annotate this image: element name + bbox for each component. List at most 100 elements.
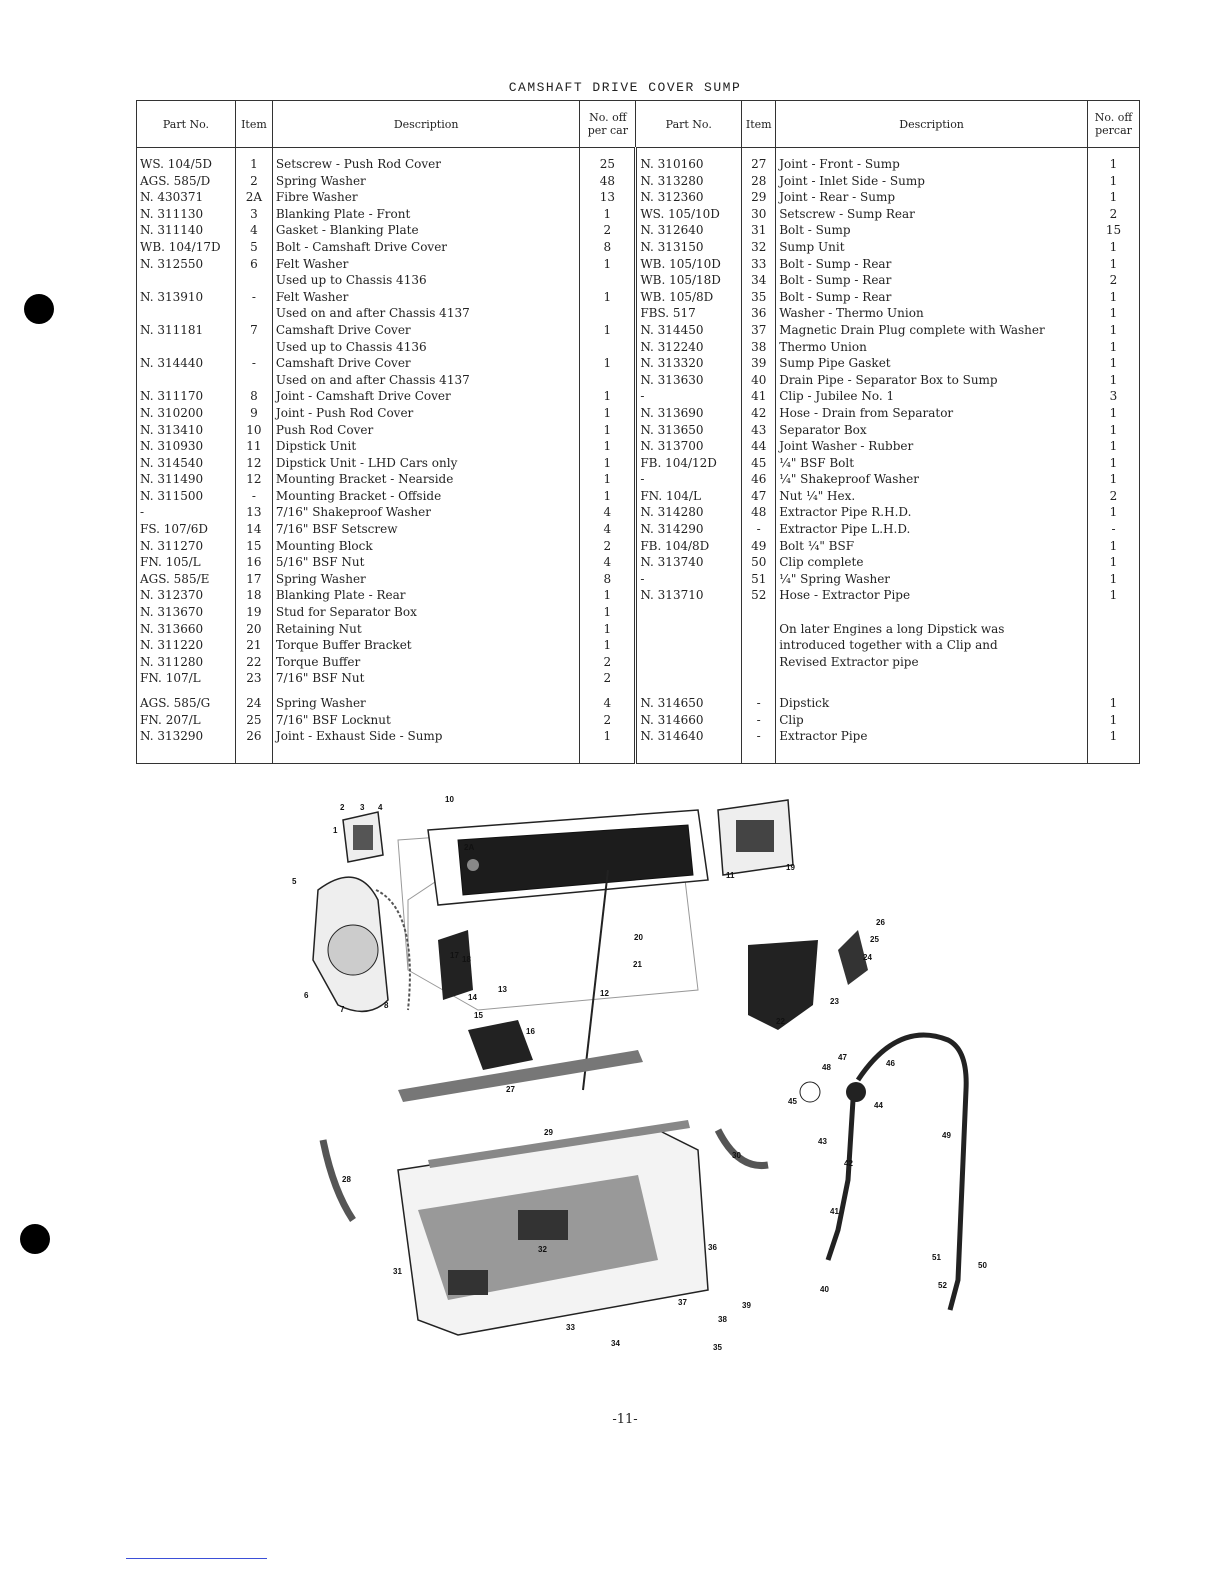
header-no-off-line1: No. off <box>589 111 627 124</box>
right-part-no-cell: N. 313700 <box>634 438 742 455</box>
callout-44: 45 <box>788 1097 797 1106</box>
right-qty-cell: 2 <box>1087 487 1140 505</box>
right-description-cell: ¼" Spring Washer <box>775 570 1088 588</box>
callout-47: 48 <box>822 1063 831 1072</box>
left-qty-cell: 1 <box>579 288 636 306</box>
left-item-cell: 21 <box>234 637 273 654</box>
callout-41: 42 <box>844 1159 853 1168</box>
right-description-cell: ¼" Shakeproof Washer <box>775 471 1088 488</box>
left-description-cell: Torque Buffer <box>271 653 580 671</box>
right-item-cell <box>741 604 776 621</box>
left-part-no-cell: N. 311130 <box>140 206 204 221</box>
header-no-off-b-line2: percar <box>1095 124 1132 137</box>
left-item-cell <box>234 338 273 356</box>
left-qty-cell: 4 <box>579 504 636 522</box>
right-description-cell: Thermo Union <box>775 338 1088 356</box>
right-description-cell: Clip complete <box>775 554 1088 571</box>
left-part-no-cell: WS. 104/5D <box>140 157 212 171</box>
callout-40: 41 <box>830 1207 839 1216</box>
right-part-no-cell: N. 314280 <box>634 504 742 522</box>
left-qty-cell: 4 <box>579 687 636 712</box>
callout-43: 44 <box>874 1101 883 1110</box>
header-description-right: Description <box>775 100 1088 148</box>
left-description-cell: Dipstick Unit <box>271 438 580 455</box>
left-qty-cell: 1 <box>579 728 636 745</box>
left-part-no-cell: N. 311490 <box>140 472 204 487</box>
right-item-cell <box>741 620 776 638</box>
left-item-cell: 1 <box>234 156 273 173</box>
right-part-no-cell <box>634 670 742 687</box>
callout-34: 35 <box>713 1343 722 1352</box>
left-part-no-cell: N. 310200 <box>140 405 204 420</box>
callout-36: 37 <box>678 1298 687 1307</box>
right-description-cell: introduced together with a Clip and <box>775 637 1088 654</box>
right-part-no-cell: - <box>634 388 742 405</box>
exhaust-side-joint <box>398 1050 643 1102</box>
right-qty-cell: 1 <box>1087 238 1140 256</box>
callout-18: 19 <box>786 863 795 872</box>
left-part-no-cell: - <box>140 505 145 520</box>
right-part-no-cell: N. 312240 <box>634 338 742 356</box>
left-part-no-cell: N. 313290 <box>140 729 204 744</box>
torque-buffer-bracket <box>748 930 868 1030</box>
drain-pipe <box>825 1099 856 1261</box>
callout-10: 11 <box>726 871 735 880</box>
right-part-no-cell: N. 314640 <box>634 728 742 745</box>
left-description-cell: Joint - Camshaft Drive Cover <box>271 388 580 405</box>
right-qty-cell: 1 <box>1087 587 1140 605</box>
header-item-left: Item <box>234 100 273 148</box>
left-description-cell: Push Rod Cover <box>271 421 580 439</box>
callout-29: 30 <box>732 1151 741 1160</box>
left-description-cell: Spring Washer <box>271 687 580 712</box>
left-part-no-cell: AGS. 585/D <box>140 173 211 188</box>
right-description-cell: Joint - Inlet Side - Sump <box>775 172 1088 190</box>
left-part-no-cell: N. 311140 <box>140 223 204 238</box>
exploded-parts-diagram: 2 3 4 1 10 2A 11 19 5 6 7 8 17 18 13 14 … <box>292 795 987 1352</box>
left-description-cell: Spring Washer <box>271 172 580 190</box>
left-qty-cell: 1 <box>579 471 636 488</box>
right-qty-cell: 1 <box>1087 421 1140 439</box>
right-description-cell: Bolt - Sump - Rear <box>775 288 1088 306</box>
right-qty-cell: 1 <box>1087 172 1140 190</box>
left-qty-cell: 48 <box>579 172 636 190</box>
left-item-cell: 22 <box>234 653 273 671</box>
right-description-cell: Bolt ¼" BSF <box>775 537 1088 555</box>
right-item-cell: 48 <box>741 504 776 522</box>
right-description-cell: Clip <box>775 711 1088 729</box>
right-description-cell <box>775 670 1088 687</box>
left-qty-cell: 2 <box>579 537 636 555</box>
right-qty-cell: 1 <box>1087 504 1140 522</box>
callout-8: 8 <box>384 1001 389 1010</box>
left-part-no-cell: N. 313910 <box>140 289 204 304</box>
left-qty-cell: 25 <box>579 156 636 173</box>
left-description-cell: Mounting Bracket - Nearside <box>271 471 580 488</box>
right-item-cell <box>741 670 776 687</box>
right-part-no-cell: N. 310160 <box>634 156 742 173</box>
right-qty-cell: 1 <box>1087 728 1140 745</box>
callout-32: 33 <box>566 1323 575 1332</box>
callout-2a: 2A <box>464 843 474 852</box>
left-part-no-cell: N. 314440 <box>140 356 204 371</box>
binder-hole-bottom <box>20 1224 50 1254</box>
left-description-cell: Used up to Chassis 4136 <box>271 272 580 289</box>
right-item-cell: 30 <box>741 205 776 223</box>
left-item-cell <box>234 371 273 389</box>
left-part-no-cell: FN. 105/L <box>140 555 201 570</box>
left-part-no-cell: N. 314540 <box>140 455 204 470</box>
left-description-cell: 7/16" BSF Nut <box>271 670 580 687</box>
callout-2: 2 <box>340 803 345 812</box>
callout-39: 40 <box>820 1285 829 1294</box>
callout-51: 52 <box>938 1281 947 1290</box>
left-item-cell: 14 <box>234 521 273 538</box>
callout-25: 26 <box>876 918 885 927</box>
